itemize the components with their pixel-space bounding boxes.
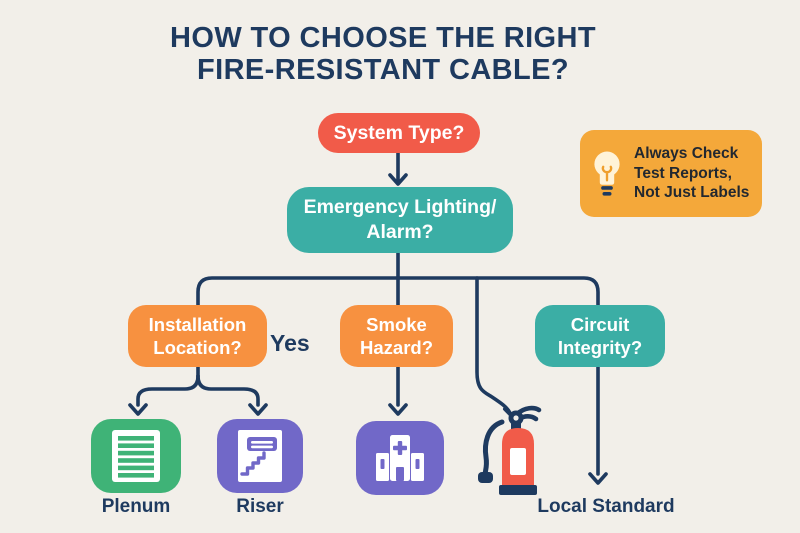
hint-line3: Not Just Labels xyxy=(634,184,750,202)
plenum-icon-box xyxy=(91,419,181,493)
vent-grille-icon xyxy=(112,430,160,482)
label-plenum: Plenum xyxy=(101,496,171,517)
node-system-type-label: System Type? xyxy=(333,121,465,144)
node-installation-location: Installation Location? xyxy=(128,305,267,367)
node-circuit-label-line2: Integrity? xyxy=(557,337,643,358)
hint-line1: Always Check xyxy=(634,144,739,162)
hint-text: Always Check Test Reports, Not Just Labe… xyxy=(634,144,749,203)
page-title: HOW TO CHOOSE THE RIGHT FIRE-RESISTANT C… xyxy=(0,22,766,87)
node-smoke-label-line1: Smoke xyxy=(366,313,427,335)
page-title-line2: FIRE-RESISTANT CABLE? xyxy=(197,54,569,87)
node-smoke-label-line2: Hazard? xyxy=(360,337,433,358)
label-local-standard: Local Standard xyxy=(537,496,675,517)
branch-label-yes: Yes xyxy=(270,330,310,356)
hint-line2: Test Reports, xyxy=(634,164,732,182)
node-emergency-label-line2: Alarm? xyxy=(366,221,434,243)
node-circuit-integrity: Circuit Integrity? xyxy=(535,305,665,367)
node-system-type: System Type? xyxy=(318,113,480,153)
node-installation-label-line1: Installation xyxy=(148,313,247,335)
node-emergency-lighting-alarm: Emergency Lighting/ Alarm? xyxy=(287,187,513,253)
node-circuit-label-line1: Circuit xyxy=(570,313,630,335)
fire-extinguisher-icon xyxy=(478,405,542,495)
hospital-icon xyxy=(376,435,424,481)
connector-bus-right xyxy=(396,276,608,485)
node-smoke-hazard: Smoke Hazard? xyxy=(340,305,453,367)
connector-extinguisher xyxy=(475,276,512,415)
connector-fork-riser xyxy=(196,374,268,416)
lightbulb-icon xyxy=(594,151,620,196)
connector-bus-left xyxy=(196,276,400,378)
connector-system-to-emergency xyxy=(388,151,408,186)
node-emergency-label-line1: Emergency Lighting/ xyxy=(303,195,497,218)
node-installation-label-line2: Location? xyxy=(153,337,242,358)
stairs-sign-icon xyxy=(238,430,282,482)
hospital-icon-box xyxy=(356,421,444,495)
connector-fork-plenum xyxy=(128,374,200,416)
riser-icon-box xyxy=(217,419,303,493)
label-riser: Riser xyxy=(236,496,284,517)
hint-callout: Always Check Test Reports, Not Just Labe… xyxy=(580,130,762,217)
page-title-line1: HOW TO CHOOSE THE RIGHT xyxy=(170,22,596,54)
